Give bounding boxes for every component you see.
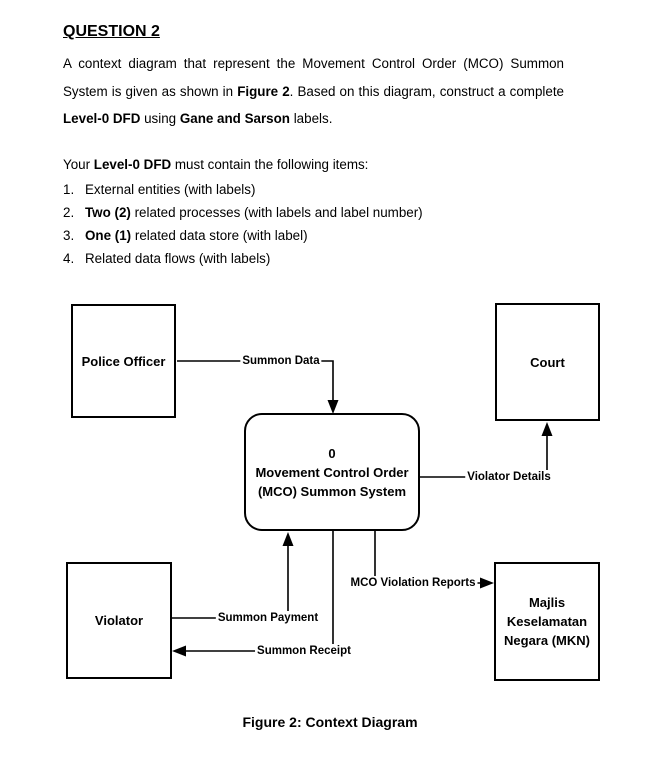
item-text: Two (2) related processes (with labels a… bbox=[85, 201, 423, 224]
requirements-lead: Your Level-0 DFD must contain the follow… bbox=[63, 153, 564, 176]
requirement-item-1: 1. External entities (with labels) bbox=[63, 178, 564, 201]
question-text-block: QUESTION 2 A context diagram that repres… bbox=[63, 22, 564, 270]
process-mco-summon-system: 0 Movement Control Order (MCO) Summon Sy… bbox=[244, 413, 420, 531]
item-number: 1. bbox=[63, 181, 75, 197]
requirement-item-4: 4. Related data flows (with labels) bbox=[63, 247, 564, 270]
intro-paragraph: A context diagram that represent the Mov… bbox=[63, 50, 564, 133]
flow-label-summon-receipt: Summon Receipt bbox=[255, 644, 353, 658]
lead-segment: must contain the following items: bbox=[171, 156, 369, 172]
entity-label: Police Officer bbox=[81, 353, 166, 369]
intro-segment: . Based on this diagram, construct a com… bbox=[289, 83, 564, 99]
requirement-item-2: 2. Two (2) related processes (with label… bbox=[63, 201, 564, 224]
entity-mkn: Majlis Keselamatan Negara (MKN) bbox=[494, 562, 600, 681]
intro-segment: using bbox=[140, 111, 180, 126]
entity-label: Court bbox=[530, 354, 565, 370]
entity-court: Court bbox=[495, 303, 600, 421]
item-segment: related data store (with label) bbox=[131, 227, 308, 243]
requirement-item-3: 3. One (1) related data store (with labe… bbox=[63, 224, 564, 247]
flow-label-mco-violation-reports: MCO Violation Reports bbox=[348, 576, 478, 590]
flow-label-violator-details: Violator Details bbox=[465, 470, 553, 484]
lead-segment-bold: Level-0 DFD bbox=[93, 156, 172, 172]
item-segment: Related data flows (with labels) bbox=[85, 250, 271, 266]
item-text: One (1) related data store (with label) bbox=[85, 224, 308, 247]
entity-label: Violator bbox=[94, 613, 144, 628]
item-number: 2. bbox=[63, 204, 75, 220]
item-number: 3. bbox=[63, 227, 75, 243]
intro-segment-bold: Figure 2 bbox=[237, 83, 290, 99]
entity-police-officer: Police Officer bbox=[71, 304, 176, 418]
item-segment: related processes (with labels and label… bbox=[130, 204, 423, 220]
intro-segment-bold: Gane and Sarson bbox=[179, 111, 290, 126]
entity-label: Majlis Keselamatan Negara (MKN) bbox=[504, 595, 590, 648]
item-text: Related data flows (with labels) bbox=[85, 247, 270, 270]
item-segment-bold: Two (2) bbox=[85, 204, 131, 220]
intro-segment-bold: Level-0 DFD bbox=[63, 111, 141, 126]
figure-caption: Figure 2: Context Diagram bbox=[242, 714, 418, 730]
item-segment: External entities (with labels) bbox=[85, 181, 256, 197]
flow-summon-receipt-arrow bbox=[172, 531, 334, 657]
item-number: 4. bbox=[63, 250, 75, 266]
intro-segment: labels. bbox=[289, 111, 333, 126]
flow-label-summon-data: Summon Data bbox=[240, 354, 322, 368]
process-number: 0 bbox=[328, 445, 336, 461]
flow-label-summon-payment: Summon Payment bbox=[215, 611, 321, 625]
intro-segment: A context diagram that represent the Mov… bbox=[63, 56, 564, 99]
question-title: QUESTION 2 bbox=[63, 23, 160, 40]
item-text: External entities (with labels) bbox=[85, 178, 255, 201]
requirements-list: 1. External entities (with labels) 2. Tw… bbox=[63, 178, 564, 270]
process-name: Movement Control Order (MCO) Summon Syst… bbox=[255, 464, 409, 499]
entity-violator: Violator bbox=[66, 562, 172, 679]
flow-summon-payment-arrow bbox=[172, 532, 294, 619]
flow-summon-data-arrow bbox=[177, 360, 339, 414]
lead-segment: Your bbox=[63, 156, 94, 172]
item-segment-bold: One (1) bbox=[85, 227, 132, 243]
flow-violator-details-arrow bbox=[420, 422, 553, 478]
